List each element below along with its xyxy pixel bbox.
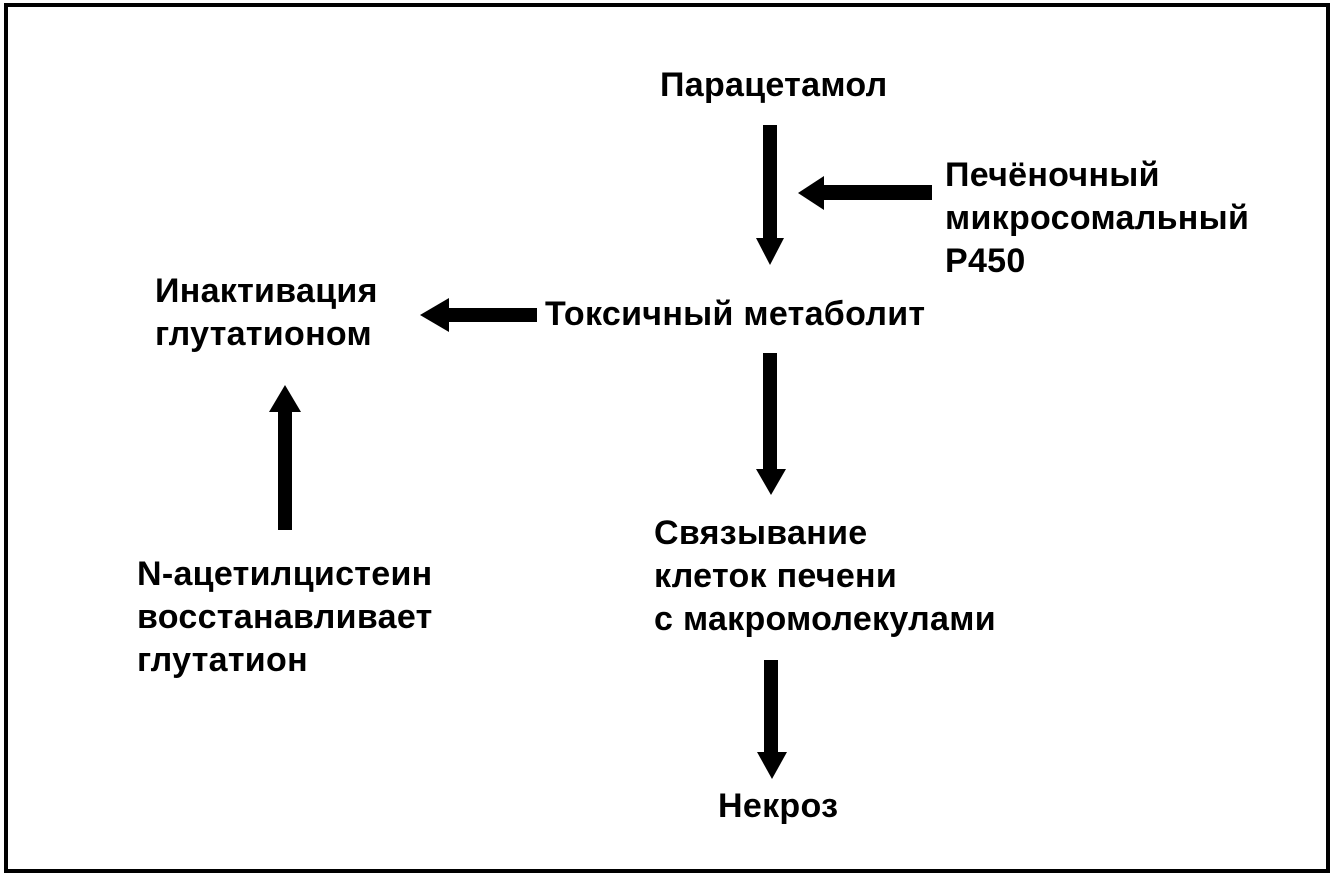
arrow-paracetamol-to-metabolite (756, 125, 784, 265)
diagram-frame (4, 3, 1330, 873)
node-binding-line-1: Связывание (654, 514, 868, 552)
arrow-p450-to-path (798, 176, 932, 210)
node-toxic-metabolite-line-1: Токсичный метаболит (545, 295, 926, 333)
node-inactivation: Инактивация глутатионом (155, 270, 378, 356)
node-enzyme-p450: Печёночный микросомальный P450 (945, 154, 1249, 283)
node-binding: Связывание клеток печени с макромолекула… (654, 512, 996, 641)
node-necrosis-line-1: Некроз (718, 787, 839, 825)
node-binding-line-2: клеток печени (654, 557, 898, 595)
node-enzyme-line-3: P450 (945, 242, 1026, 280)
node-inactivation-line-2: глутатионом (155, 315, 372, 353)
arrow-metabolite-to-binding (756, 353, 786, 495)
arrow-acetylcysteine-to-inactivation (269, 385, 301, 530)
node-toxic-metabolite: Токсичный метаболит (545, 293, 925, 336)
node-binding-line-3: с макромолекулами (654, 600, 996, 638)
node-paracetamol-line-1: Парацетамол (660, 66, 888, 104)
arrow-metabolite-to-inactivation (420, 298, 537, 332)
node-acetylcysteine-line-1: N-ацетилцистеин (137, 555, 433, 593)
node-acetylcysteine-line-2: восстанавливает (137, 598, 433, 636)
arrow-binding-to-necrosis (757, 660, 787, 779)
node-necrosis: Некроз (718, 785, 838, 828)
node-acetylcysteine: N-ацетилцистеин восстанавливает глутатио… (137, 553, 433, 682)
node-paracetamol: Парацетамол (660, 64, 887, 107)
node-inactivation-line-1: Инактивация (155, 272, 378, 310)
node-acetylcysteine-line-3: глутатион (137, 641, 308, 679)
node-enzyme-line-2: микросомальный (945, 199, 1250, 237)
node-enzyme-line-1: Печёночный (945, 156, 1160, 194)
